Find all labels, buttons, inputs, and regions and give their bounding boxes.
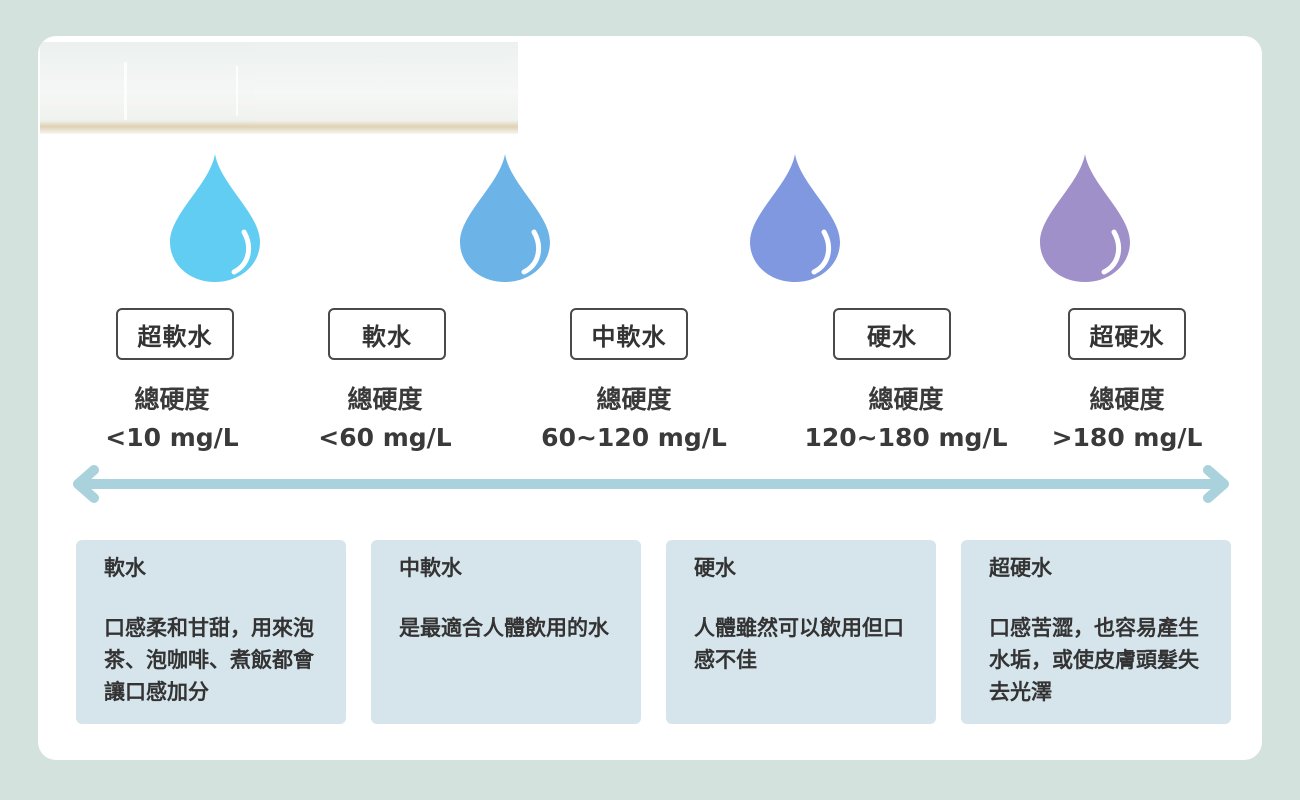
description-panel: 超硬水 口感苦澀，也容易產生水垢，或使皮膚頭髮失去光澤: [961, 540, 1231, 724]
hardness-label: 總硬度: [868, 385, 944, 414]
level-name-box: 中軟水: [570, 308, 688, 360]
header-photo-strip: [40, 42, 518, 134]
hardness-value: 60~120 mg/L: [541, 423, 727, 452]
water-drop-icon: [170, 154, 260, 282]
hardness-label: 總硬度: [134, 385, 210, 414]
water-drop-icon: [460, 154, 550, 282]
description-title: 硬水: [694, 556, 736, 580]
level-name-box: 超軟水: [116, 308, 234, 360]
description-panel: 硬水 人體雖然可以飲用但口感不佳: [666, 540, 936, 724]
level-name-box: 軟水: [328, 308, 446, 360]
hardness-value: 120~180 mg/L: [804, 423, 1008, 452]
hardness-info: 總硬度 <60 mg/L: [265, 381, 505, 457]
hardness-label: 總硬度: [1089, 385, 1165, 414]
double-arrow-icon: [72, 464, 1230, 504]
photo-highlight: [236, 66, 238, 116]
description-panel: 軟水 口感柔和甘甜，用來泡茶、泡咖啡、煮飯都會讓口感加分: [76, 540, 346, 724]
hardness-label: 總硬度: [347, 385, 423, 414]
water-drop-icon: [750, 154, 840, 282]
hardness-info: 總硬度 120~180 mg/L: [786, 381, 1026, 457]
hardness-label: 總硬度: [596, 385, 672, 414]
description-text: 是最適合人體飲用的水: [399, 616, 609, 640]
level-name-box: 硬水: [833, 308, 951, 360]
hardness-value: >180 mg/L: [1051, 423, 1203, 452]
hardness-value: <10 mg/L: [105, 423, 239, 452]
description-title: 超硬水: [989, 556, 1052, 580]
infographic-card: 超軟水 軟水 中軟水 硬水 超硬水 總硬度 <10 mg/L 總硬度 <60 m…: [38, 36, 1262, 760]
description-title: 軟水: [104, 556, 146, 580]
water-drop-icon: [1040, 154, 1130, 282]
description-text: 口感苦澀，也容易產生水垢，或使皮膚頭髮失去光澤: [989, 616, 1199, 704]
description-title: 中軟水: [399, 556, 462, 580]
hardness-info: 總硬度 >180 mg/L: [1007, 381, 1247, 457]
description-panel: 中軟水 是最適合人體飲用的水: [371, 540, 641, 724]
hardness-info: 總硬度 60~120 mg/L: [514, 381, 754, 457]
hardness-info: 總硬度 <10 mg/L: [52, 381, 292, 457]
description-text: 口感柔和甘甜，用來泡茶、泡咖啡、煮飯都會讓口感加分: [104, 616, 314, 704]
level-name-box: 超硬水: [1068, 308, 1186, 360]
hardness-value: <60 mg/L: [318, 423, 452, 452]
description-text: 人體雖然可以飲用但口感不佳: [694, 616, 904, 672]
photo-highlight: [124, 62, 127, 120]
